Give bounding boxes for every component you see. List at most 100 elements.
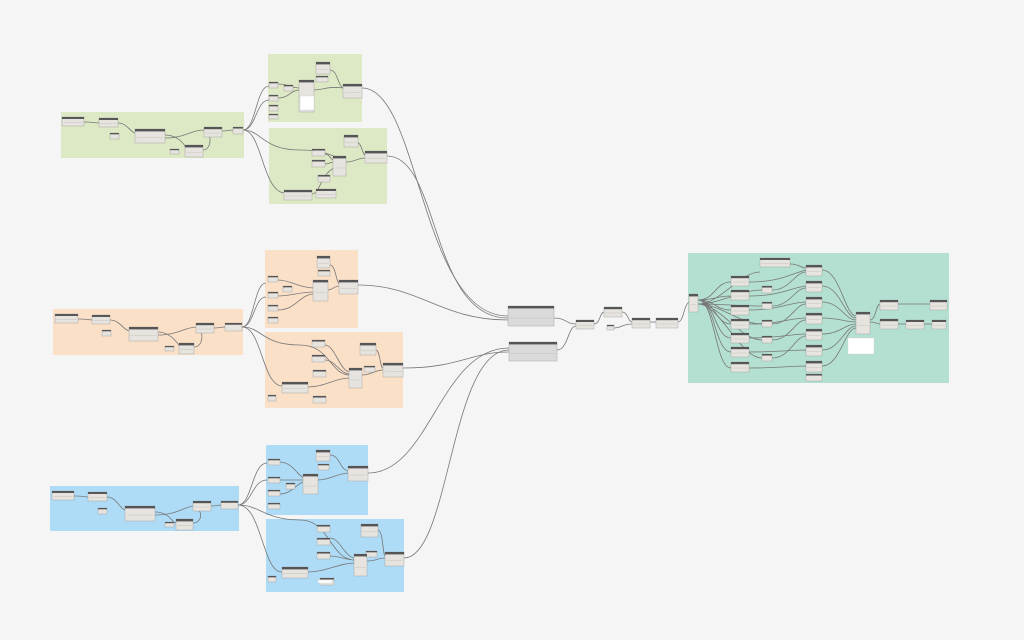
wire [307, 562, 356, 573]
wire [377, 529, 386, 557]
node-header [366, 551, 377, 553]
wire [327, 285, 341, 291]
node-header [385, 552, 404, 555]
node-header [762, 302, 772, 304]
node-header [762, 354, 772, 356]
node-header [268, 395, 276, 397]
node[interactable] [332, 155, 347, 177]
node-header [312, 149, 325, 151]
node-header [856, 312, 870, 315]
wire [242, 85, 270, 131]
node-header [269, 105, 278, 107]
node-header [204, 127, 222, 130]
node-header [806, 265, 822, 268]
wire [821, 327, 857, 367]
node-header [317, 256, 330, 259]
node-header [383, 363, 403, 366]
node-header [316, 450, 330, 453]
wire [241, 296, 267, 328]
wire [553, 317, 577, 325]
node-header [269, 95, 278, 97]
wire [748, 269, 807, 283]
node-header [176, 519, 193, 522]
node-header [129, 327, 158, 330]
node-header [318, 175, 330, 177]
node-header [268, 503, 280, 505]
node-header [268, 477, 280, 479]
node-header [806, 345, 822, 348]
node[interactable] [348, 367, 363, 389]
wire [697, 289, 763, 305]
wire [771, 335, 807, 359]
node-header [282, 567, 308, 570]
watch-preview[interactable] [847, 337, 875, 355]
merge-node[interactable] [508, 341, 558, 362]
node-header [576, 320, 594, 322]
wire [117, 122, 137, 134]
wire [241, 326, 283, 387]
wire [324, 359, 351, 375]
node[interactable] [312, 279, 329, 302]
node-header [354, 554, 367, 557]
node[interactable] [353, 553, 368, 577]
watch-preview[interactable] [317, 579, 333, 584]
merge-node[interactable] [507, 305, 555, 327]
node-header [268, 305, 278, 307]
node-header [361, 524, 378, 527]
node-header [98, 508, 107, 510]
node-header [313, 280, 328, 283]
wire [277, 89, 301, 99]
node-header [99, 118, 118, 120]
watch-preview[interactable] [299, 95, 315, 111]
wire [277, 291, 315, 297]
node-header [268, 576, 276, 578]
wire [329, 69, 345, 89]
node-header [284, 190, 312, 193]
node-header [656, 318, 678, 321]
node-header [360, 343, 376, 346]
node-header [170, 149, 179, 151]
node-header [312, 355, 325, 357]
node-header [364, 366, 375, 368]
node[interactable] [855, 311, 871, 335]
node-header [349, 368, 362, 371]
node-header [731, 276, 749, 279]
wire [279, 461, 305, 479]
wire [313, 87, 345, 91]
node[interactable] [302, 473, 319, 495]
node-header [806, 374, 822, 376]
node-header [806, 281, 822, 284]
node-header [806, 361, 822, 364]
node-header [282, 382, 308, 385]
node-header [689, 294, 698, 297]
node-header [316, 189, 336, 191]
node-header [221, 501, 238, 503]
node-header [604, 307, 622, 310]
node[interactable] [688, 293, 699, 313]
wire [109, 319, 131, 332]
wires [73, 69, 932, 573]
node-header [185, 145, 203, 148]
node-header [762, 336, 772, 338]
node-header [762, 320, 772, 322]
wire [821, 285, 857, 319]
wire [73, 495, 89, 498]
wire [154, 505, 195, 516]
wire [748, 365, 807, 369]
node-header [318, 464, 329, 466]
node-header [317, 525, 330, 527]
wire [771, 287, 807, 307]
group-blue-branch-bottom[interactable] [266, 519, 404, 592]
wire [367, 347, 510, 474]
wire [821, 269, 857, 317]
wire [213, 326, 227, 329]
wire [821, 325, 857, 351]
wire [242, 129, 285, 194]
node-header [731, 290, 749, 293]
node-header [806, 297, 822, 300]
wire [329, 537, 356, 559]
node-header [806, 313, 822, 316]
wire [324, 344, 351, 373]
